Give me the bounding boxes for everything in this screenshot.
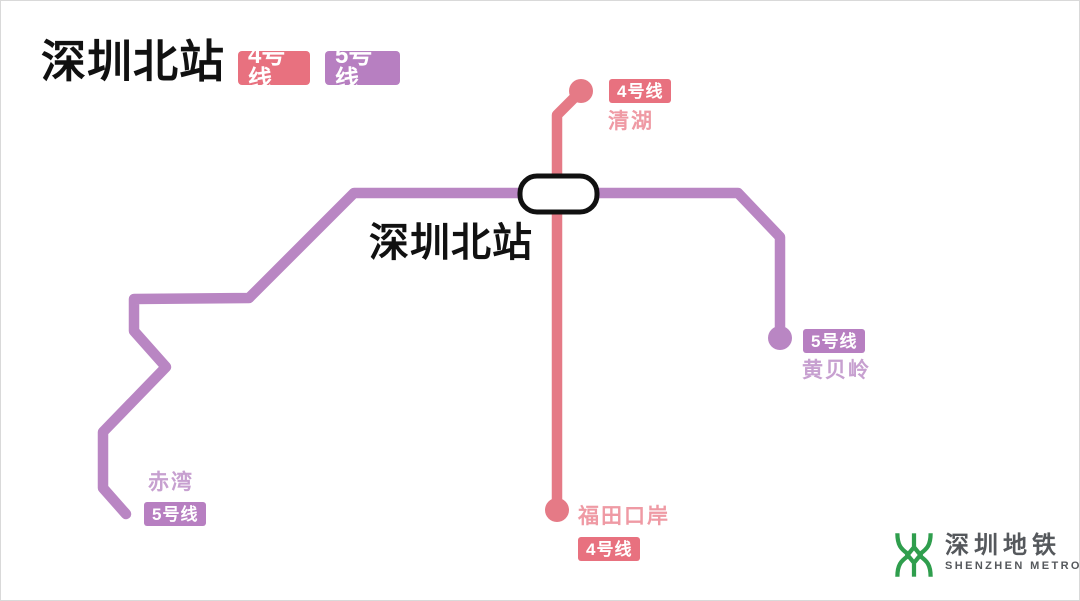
chiwan-station-label: 赤湾 (148, 471, 194, 494)
page-title: 深圳北站 (41, 36, 226, 87)
qinghu-line-badge: 4号线 (609, 79, 672, 103)
shenzhen-metro-logo-en: SHENZHEN METRO (945, 560, 1080, 573)
shenzhen-metro-logo-icon (895, 533, 933, 577)
chiwan-line-badge: 5号线 (144, 502, 207, 526)
line4-terminus-dot-qinghu (569, 79, 593, 103)
shenzhen-metro-logo-cn: 深圳地铁 (945, 532, 1061, 559)
futiankouan-line-badge: 4号线 (578, 537, 641, 561)
line4-path (551, 85, 587, 507)
line5-right-path (551, 187, 786, 337)
huangbeiling-station-label: 黄贝岭 (802, 359, 871, 382)
futiankouan-station-label: 福田口岸 (578, 505, 670, 528)
interchange-station-label: 深圳北站 (369, 221, 533, 265)
line4-terminus-dot-futiankouan (545, 498, 569, 522)
shenzhen-metro-logo-text: 深圳地铁 SHENZHEN METRO (945, 532, 1080, 573)
header-line4-badge: 4号线 (238, 44, 310, 92)
header-line5-badge: 5号线 (325, 44, 400, 92)
line5-left-path (97, 187, 563, 520)
qinghu-station-label: 清湖 (608, 110, 654, 133)
shenzhen-metro-logo: 深圳地铁 SHENZHEN METRO (890, 529, 1080, 581)
interchange-station-icon (517, 173, 600, 215)
huangbeiling-line-badge: 5号线 (803, 329, 866, 353)
line5-terminus-dot-huangbeiling (768, 326, 792, 350)
